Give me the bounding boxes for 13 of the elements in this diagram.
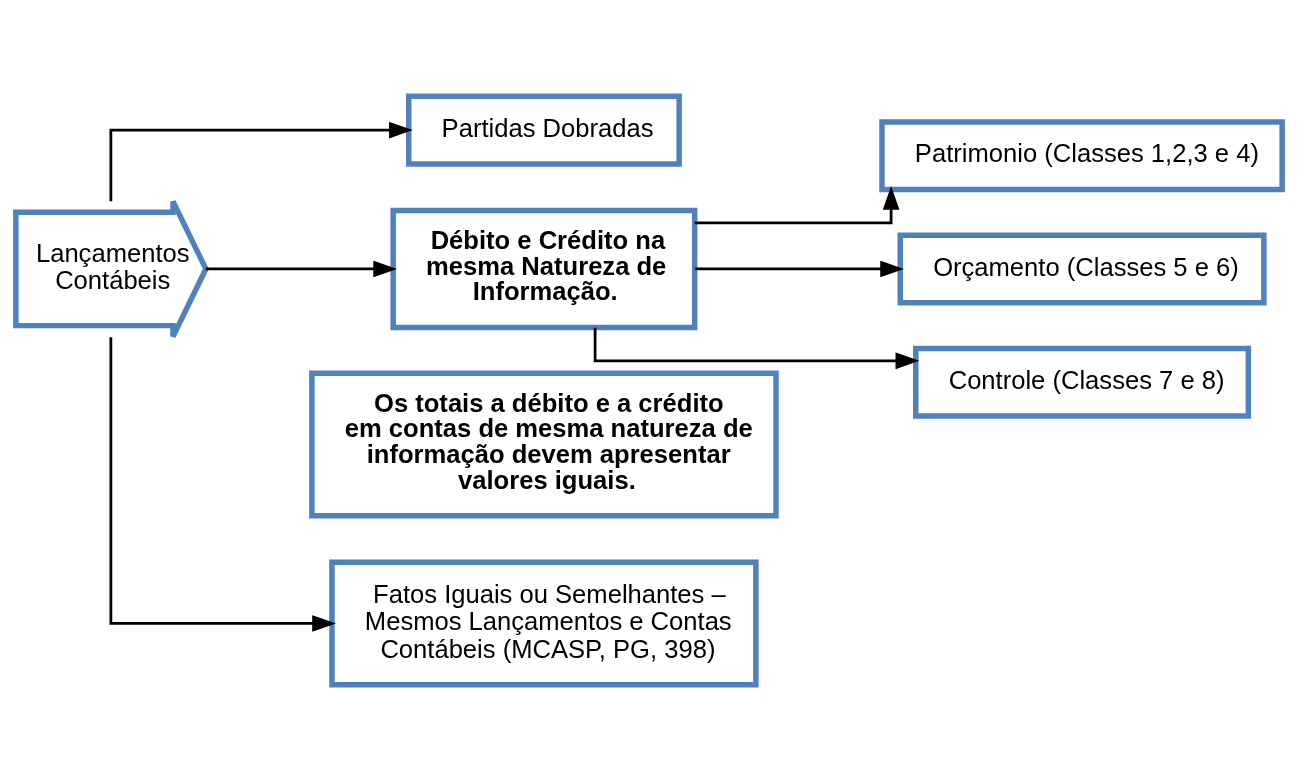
arrow <box>695 260 905 278</box>
node-box: Os totais a débito e a crédito em contas de mesma natureza de informação devem apresentar valores iguais. <box>309 370 779 519</box>
node-box: Patrimonio (Classes 1,2,3 e 4) <box>879 119 1285 193</box>
arrow <box>593 327 920 370</box>
arrow <box>205 260 398 278</box>
arrow <box>109 337 336 632</box>
node-box: Débito e Crédito na mesma Natureza de Informação. <box>390 207 698 331</box>
arrow <box>694 185 900 225</box>
node-box: Partidas Dobradas <box>405 93 682 167</box>
arrow <box>109 121 413 202</box>
node-box: Orçamento (Classes 5 e 6) <box>897 232 1267 306</box>
node-box: Controle (Classes 7 e 8) <box>913 345 1252 419</box>
node-box: Fatos Iguais ou Semelhantes – Mesmos Lançamentos e Contas Contábeis (MCASP, PG, 398) <box>329 559 759 688</box>
